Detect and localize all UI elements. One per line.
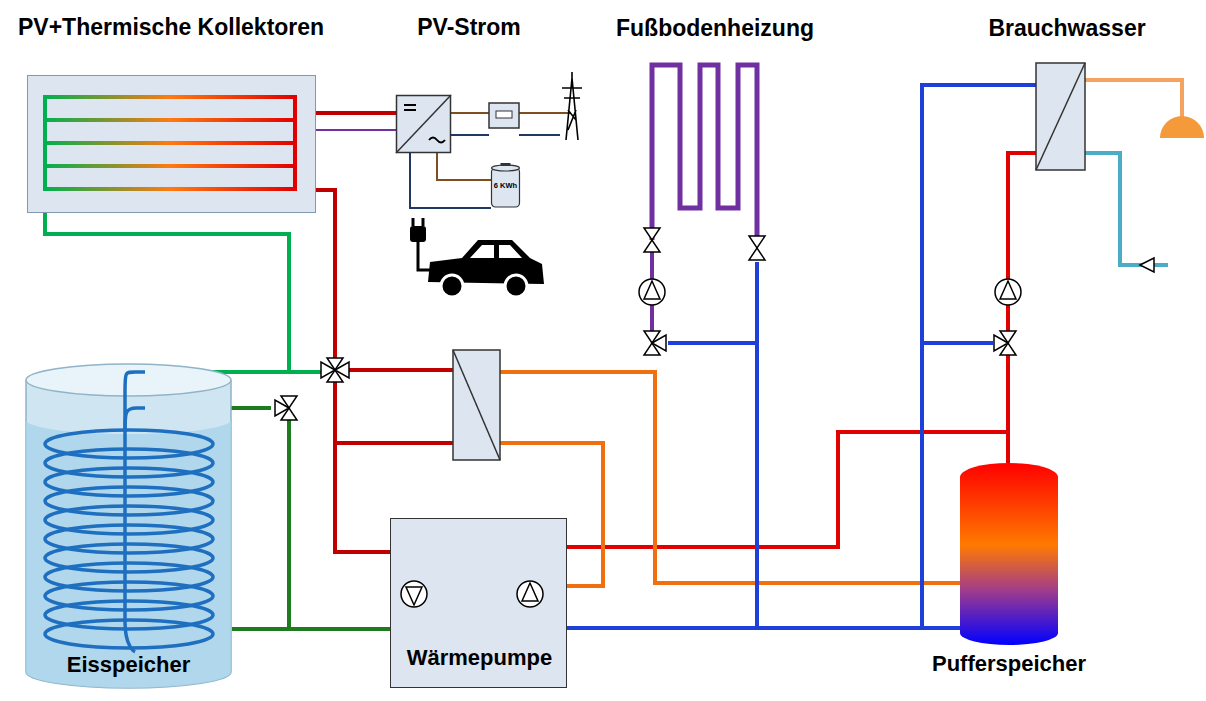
ice-node: Eisspeicher [25,362,232,690]
node-label: PV+Thermische Kollektoren [18,14,324,41]
drawing-part [522,583,538,601]
drawing-part [45,187,296,191]
drawing-part [453,350,500,460]
drawing-part [397,96,451,153]
node-label: Wärmepumpe [407,645,552,671]
valve-port [321,362,335,378]
drawing-part [45,213,289,372]
drawing-part [1008,153,1036,279]
drawing-part [500,372,975,583]
pipe-connector [232,627,390,631]
heat-exchanger [1036,63,1085,170]
drawing-part [429,138,445,143]
buffer-node: Pufferspeicher [960,463,1058,645]
drawing-part [410,226,426,242]
drawing-part [922,341,993,345]
drawing-part [45,118,296,122]
drawing-part [1006,355,1010,463]
drawing-part [296,190,335,358]
drawing-part [505,275,527,297]
drawing-part [1006,305,1010,331]
ice-shape [25,362,232,690]
section-heading: Fußbodenheizung [616,15,814,42]
drawing-part [396,95,451,153]
drawing-part [1036,63,1085,170]
drawing-part [652,65,757,240]
electric-meter [489,103,519,128]
pipe-connector [316,111,396,115]
node-label: Pufferspeicher [932,651,1086,677]
collector-node: PV+Thermische Kollektoren [27,75,316,213]
electric-car [410,218,544,297]
drawing-part [639,279,665,305]
drawing-part [517,581,543,607]
drawing-part [1036,63,1085,170]
drawing-part [562,72,582,140]
drawing-part [45,164,296,168]
drawing-part [492,168,520,207]
pipe-connector [437,153,491,180]
drawing-part [470,245,522,258]
drawing-part [335,441,455,445]
drawing-part [28,76,316,213]
drawing-part [567,432,1008,547]
node-label: Eisspeicher [67,652,191,678]
drawing-part [453,350,500,460]
pipe-connector [567,626,960,630]
section-heading: Brauchwasser [988,15,1145,42]
drawing-part [335,382,390,552]
drawing-part [410,153,491,208]
drawing-part [749,236,765,260]
drawing-part [343,368,455,372]
drawing-part [496,111,512,118]
valve-port [652,335,666,351]
valve-port [275,400,289,416]
drawing-part [451,134,560,136]
shower-head [1160,116,1204,138]
collector-shape [27,75,316,213]
drawing-part [43,95,47,191]
drawing-part [644,228,660,252]
buffer-shape [960,463,1058,645]
node-label: PV-Strom [417,14,521,41]
drawing-part [501,163,511,166]
drawing-part [406,587,422,605]
inlet-symbol [1140,258,1154,272]
drawing-part [125,372,145,432]
inverter-shape [396,95,451,153]
power-pylon [562,72,582,140]
drawing-part [489,103,519,128]
valve-port [994,335,1008,351]
drawing-part [401,581,427,607]
battery-node: 6 KWh [491,163,520,208]
drawing-part [1085,153,1168,265]
hp-node: Wärmepumpe [390,518,567,688]
drawing-part [45,141,296,145]
drawing-part [418,242,430,270]
drawing-part [404,105,416,110]
drawing-part [441,275,463,297]
valve-port [335,362,349,378]
drawing-part [287,420,291,629]
drawing-part [413,218,423,226]
drawing-part [45,95,296,99]
drawing-part [316,129,396,131]
drawing-part [668,341,757,345]
drawing-part [26,420,231,688]
drawing-part [26,364,231,396]
drawing-part [995,279,1021,305]
node-label: 6 KWh [494,181,517,190]
drawing-part [1085,80,1182,118]
drawing-part [960,463,1058,645]
heat-exchanger [453,350,500,460]
inverter-node: PV-Strom [396,95,451,153]
drawing-part [755,262,759,628]
drawing-part [293,95,297,191]
